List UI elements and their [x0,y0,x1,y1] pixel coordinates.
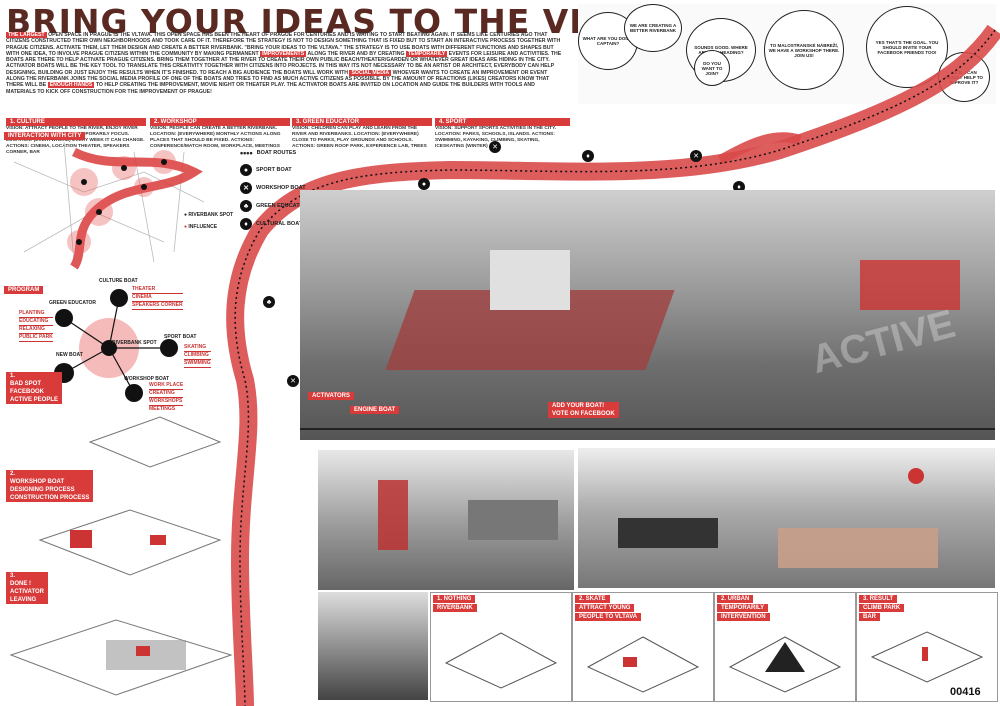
section-head: 1. CULTURE [6,118,146,126]
intro-p3c: TO HELP CREATING THE IMPROVEMENT, MOVIE … [6,82,535,95]
intro-p2a: THE STRATEGY IS TO USE BOATS WITH DIFFER… [6,44,554,57]
program-label: PROGRAM [4,286,44,294]
stairs [468,500,558,540]
step-panel-3: 2. URBAN TEMPORARILY INTERVENTION [714,592,856,702]
speech-bubble: DO YOU WANT TO JOIN? [694,50,730,86]
legend-row: ✕WORKSHOP BOAT [240,182,310,194]
intro-p2b: ALONG THE RIVER AND BY CREATING [307,50,405,57]
lamp-icon: ♦ [240,218,252,230]
balloon [908,468,924,484]
sport-icon: ● [240,164,252,176]
highlight: SOCIAL MEDIA [349,69,392,76]
activators-label: ACTIVATORS [308,392,355,400]
map-label: INTERACTION WITH CITY [4,132,86,140]
program-center: RIVERBANK SPOT [112,340,157,346]
dots-icon: •••• [240,148,253,158]
axo-3 [6,610,236,700]
tools-icon: ✕ [690,150,702,162]
bridge-render [318,592,428,700]
main-render: ACTIVE [300,190,995,440]
section-head: 2. WORKSHOP [150,118,290,126]
page-title: BRING YOUR IDEAS TO THE VLTAVA [6,2,682,41]
highlight: THE LARGEST [6,32,47,38]
sport-icon: ● [418,178,430,190]
axo-2 [30,500,230,580]
program-sport: SPORT BOAT [164,334,197,340]
step-2: 2. WORKSHOP BOAT DESIGNING PROCESS CONST… [6,470,94,502]
baseline [300,428,995,430]
program-green: GREEN EDUCATOR [49,300,97,306]
riverbank-render [578,448,995,588]
tools-icon: ✕ [489,141,501,153]
program-workshop: WORKSHOP BOAT [124,376,170,382]
steps-render [318,450,574,590]
lamp-icon: ♦ [582,150,594,162]
highlight: TEMPORARILY [405,50,448,57]
speech-bubble: TO MALOSTRANSKÉ NÁBREŽÍ, WE HAVE A WORKS… [764,10,844,90]
speech-bubble: YES THAT'S THE GOAL. YOU SHOULD INVITE Y… [866,6,948,88]
intro-p2c: EVENTS FOR LEISURE AND ACTIVITIES. THE B… [6,50,562,76]
legend-row: ●SPORT BOAT [240,164,310,176]
section-workshop: 2. WORKSHOP VISION: PEOPLE CAN CREATE A … [150,118,290,150]
tools-icon: ✕ [287,375,299,387]
legend: ••••BOAT ROUTES ●SPORT BOAT ✕WORKSHOP BO… [240,148,310,236]
active-text: ACTIVE [806,301,960,383]
section-green-educator: 3. GREEN EDUCATOR VISION: CHILDREN CAN P… [292,118,432,150]
step-3: 3. DONE ! ACTIVATOR LEAVING [6,572,48,604]
program-culture: CULTURE BOAT [99,278,138,284]
raft [618,518,718,548]
red-panel [860,260,960,310]
tree-icon: ♣ [240,200,252,212]
city-map-svg [13,141,205,270]
interaction-map: INTERACTION WITH CITY ● RIVERBANK SPOT ●… [4,132,236,272]
tools-icon: ✕ [240,182,252,194]
step-panel-1: 1. NOTHING RIVERBANK [430,592,572,702]
pavilion [490,250,570,310]
highlight: ENOUGH HANDS [47,82,95,89]
section-text: VISION: CHILDREN CAN PLAY AND LEARN FROM… [292,126,427,149]
step-panel-2: 2. SKATE ATTRACT YOUNG PEOPLE TO VLTAVA [572,592,714,702]
activators-strip: ACTIVATORS ENGINE BOAT ADD YOUR BOAT! VO… [300,392,995,440]
highlight: IMPROVEMENTS [260,50,307,57]
intro-text: THE LARGEST OPEN SPACE IN PRAGUE IS THE … [6,32,566,95]
tree-icon: ♣ [263,296,275,308]
intro-p3b: WHOEVER WANTS TO CREATE AN IMPROVEMENT O… [6,69,550,89]
program-diagram: PROGRAM RIVERBANK SPOT CULTURE BOAT THEA… [4,278,229,418]
add-boat-box[interactable]: ADD YOUR BOAT! VOTE ON FACEBOOK [548,402,619,418]
beach [778,528,938,568]
map-legend-spot: ● RIVERBANK SPOT [184,212,234,218]
legend-row: ♣GREEN EDUCATOR [240,200,310,212]
section-sport: 4. SPORT VISION: SUPPORT SPORTS ACTIVITI… [435,118,570,150]
engine-boat-label: ENGINE BOAT [350,406,400,414]
speech-bubble: WE ARE CREATING A BETTER RIVERBANK [624,4,682,52]
section-text: VISION: SUPPORT SPORTS ACTIVITIES IN THE… [435,126,557,149]
axo-1 [80,412,230,472]
sculpture [378,480,408,550]
step-panel-4: 3. RESULT CLIMB PARK BAR [856,592,998,702]
intro-p1: OPEN SPACE IN PRAGUE IS THE VLTAVA. THIS… [6,32,561,51]
intro-p3a: TO REACH A BIG AUDIENCE THE BOATS WILL W… [199,69,349,76]
map-legend-influence: ● INFLUENCE [184,224,218,230]
program-new: NEW BOAT [56,352,83,358]
legend-row: ♦CULTURAL BOAT [240,218,310,230]
section-head: 4. SPORT [435,118,570,126]
legend-row: ••••BOAT ROUTES [240,148,297,158]
section-text: VISION: PEOPLE CAN CREATE A BETTER RIVER… [150,126,281,149]
section-head: 3. GREEN EDUCATOR [292,118,432,126]
entry-number: 00416 [950,686,981,698]
step-1: 1. BAD SPOT FACEBOOK ACTIVE PEOPLE [6,372,63,404]
